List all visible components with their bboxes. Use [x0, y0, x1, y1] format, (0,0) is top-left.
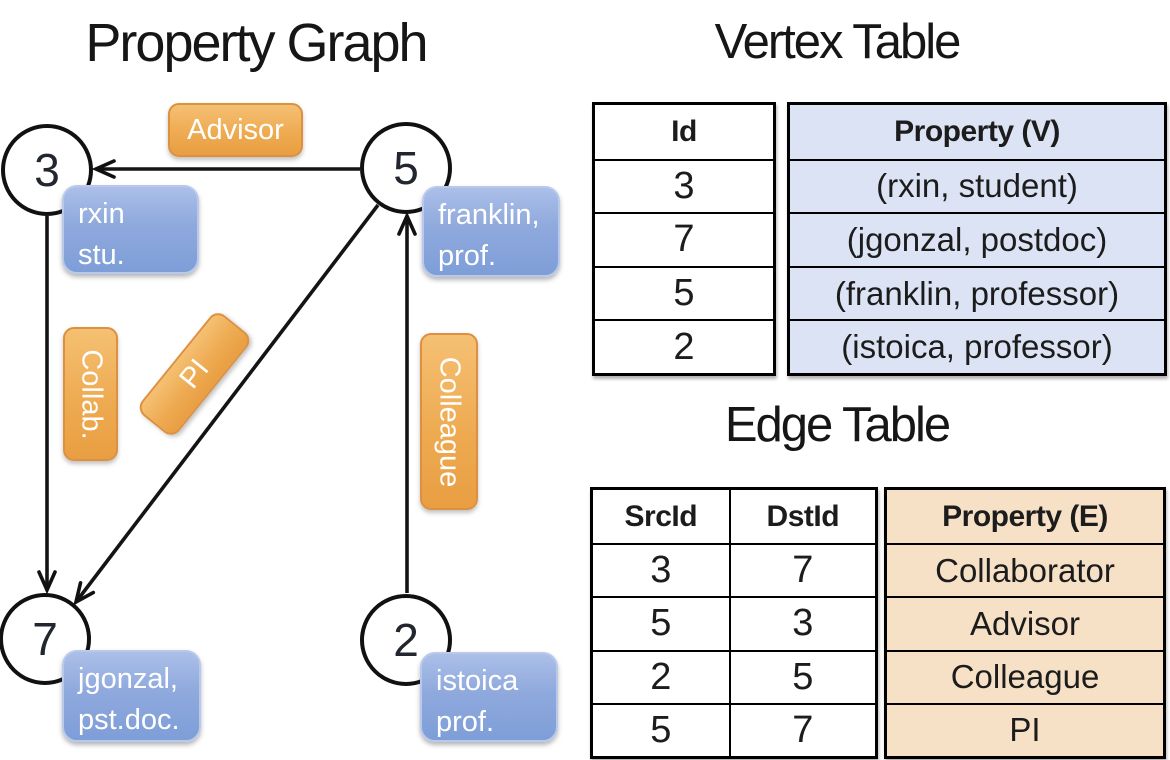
edge-label-text: Collab.: [75, 348, 107, 440]
edge-row-property: Colleague: [887, 649, 1163, 703]
edge-label-text: Colleague: [433, 356, 466, 487]
edge-property-header: Property (E): [942, 499, 1108, 533]
edge-row-property: Advisor: [887, 596, 1163, 649]
edge-line-5-to-7: [73, 203, 380, 606]
edge-row-srcid: 5: [593, 596, 729, 649]
edge-label-text: Advisor: [187, 113, 284, 146]
graph-node-3: 3: [1, 124, 93, 216]
vertex-table-property-column: Property (V) (rxin, student) (jgonzal, p…: [787, 102, 1167, 376]
edge-row-srcid: 5: [593, 702, 729, 756]
vertex-property-line: stu.: [78, 239, 125, 272]
edge-row-property: PI: [887, 702, 1163, 756]
edge-label-advisor: Advisor: [168, 103, 303, 157]
vertex-property-box-jgonzal: jgonzal, pst.doc.: [62, 650, 201, 742]
vertex-property-box-rxin: rxin stu.: [62, 185, 199, 274]
vertex-row-id: 7: [595, 212, 773, 266]
edge-row-property: Collaborator: [887, 543, 1163, 596]
edge-label-text: PI: [173, 352, 216, 395]
vertex-row-property: (istoica, professor): [790, 319, 1164, 373]
vertex-property-line: prof.: [436, 706, 495, 739]
vertex-property-line: jgonzal,: [78, 663, 178, 695]
vertex-property-box-istoica: istoica prof.: [420, 652, 558, 742]
vertex-table-id-column: Id 3 7 5 2: [592, 102, 776, 376]
vertex-property-line: franklin,: [438, 199, 540, 231]
edge-table-title: Edge Table: [724, 398, 951, 452]
property-graph-title: Property Graph: [85, 13, 428, 73]
edge-row-srcid: 2: [593, 649, 729, 703]
edge-row-dstid: 7: [728, 543, 875, 597]
vertex-table-title: Vertex Table: [714, 15, 962, 69]
edge-row-dstid: 5: [728, 649, 875, 703]
vertex-property-box-franklin: franklin, prof.: [422, 186, 560, 277]
vertex-row-property: (franklin, professor): [790, 265, 1164, 320]
vertex-property-header: Property (V): [894, 114, 1060, 148]
vertex-property-line: rxin: [78, 198, 125, 230]
node-id-label: 3: [34, 144, 60, 196]
edge-table-id-columns: SrcId DstId 3 7 5 3 2 5 5 7: [590, 487, 878, 759]
edge-table-property-column: Property (E) Collaborator Advisor Collea…: [884, 487, 1166, 759]
vertex-row-id: 2: [595, 319, 773, 373]
edge-srcid-header: SrcId: [624, 499, 698, 533]
vertex-row-property: (jgonzal, postdoc): [790, 212, 1164, 266]
edge-label-colleague: Colleague: [420, 333, 478, 510]
vertex-property-line: prof.: [438, 240, 497, 273]
node-id-label: 7: [32, 613, 58, 665]
edge-dstid-header: DstId: [728, 490, 875, 544]
node-id-label: 5: [393, 142, 419, 194]
vertex-row-id: 3: [595, 158, 773, 213]
vertex-row-property: (rxin, student): [790, 158, 1164, 213]
vertex-property-line: pst.doc.: [78, 704, 180, 737]
edge-row-srcid: 3: [593, 543, 729, 596]
edge-label-collab: Collab.: [63, 327, 118, 461]
edge-row-dstid: 7: [728, 702, 875, 756]
vertex-property-line: istoica: [436, 665, 519, 697]
vertex-id-header: Id: [671, 114, 697, 148]
vertex-row-id: 5: [595, 265, 773, 320]
node-id-label: 2: [393, 614, 419, 666]
edge-row-dstid: 3: [728, 596, 875, 650]
